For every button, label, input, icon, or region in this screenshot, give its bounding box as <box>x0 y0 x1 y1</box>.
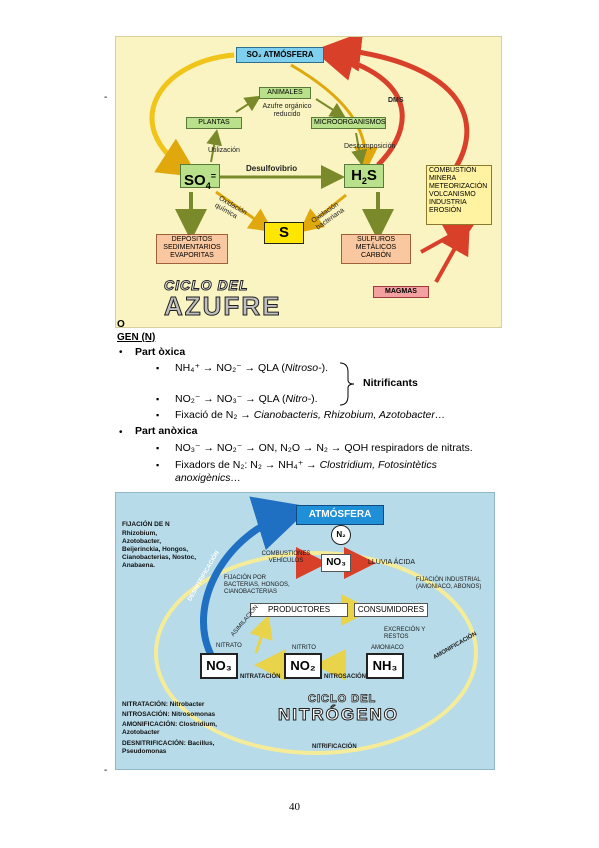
h2s-text-b: S <box>366 167 377 184</box>
combustion-box: COMBUSTIÓN MINERA METEORIZACIÓN VOLCANIS… <box>426 165 492 225</box>
no2-box: NO₂ <box>284 653 322 679</box>
nitrogen-cycle-diagram: FIJACIÓN DE N Rhizobium, Azotobacter, Be… <box>115 492 495 770</box>
nitrogen-title-line1: CICLO DEL <box>308 693 377 706</box>
sulfur-s-box: S <box>264 222 304 244</box>
nitrogen-title-line2: NITRÓGENO <box>278 705 399 725</box>
legend-nitrosation: NITROSACIÓN: Nitrosomonas <box>122 711 216 718</box>
h2s-box: H2S <box>344 164 384 188</box>
nitrite-label: NITRITO <box>292 645 316 651</box>
anoxic-label: Part anòxica <box>135 425 198 437</box>
sulfur-title-line2: AZUFRE <box>163 291 282 322</box>
fixers-list: Rhizobium, Azotobacter, Beijerinckia, Ho… <box>122 530 197 569</box>
anoxic-item-2-text: Fixadors de N₂: N₂ → NH₄⁺ → <box>175 459 320 471</box>
bullet-oxic: • <box>119 347 123 358</box>
no3-top-box: NO₃ <box>321 554 351 572</box>
bullet-anoxic-2: ▪ <box>156 460 160 470</box>
excretion-label: EXCRECIÓN Y RESTOS <box>384 627 426 640</box>
left-dash-top: - <box>104 92 108 103</box>
oxic-item-2-text: NO₂⁻ → NO₃⁻ → QLA ( <box>175 393 286 405</box>
left-dash-bottom: - <box>104 765 108 776</box>
oxic-item-1: NH₄⁺ → NO₂⁻ → QLA (Nitroso-). <box>175 362 328 375</box>
consumers-box: CONSUMIDORES <box>354 603 428 617</box>
anoxic-item-2-line2: anoxigènics… <box>175 472 241 484</box>
sulfur-cycle-diagram: SO₂ ATMÓSFERA ANIMALES PLANTAS Azufre or… <box>115 36 502 328</box>
oxic-item-3-text: Fixació de N₂ → <box>175 409 254 421</box>
n2-badge: N₂ <box>331 525 351 545</box>
fixers-title: FIJACIÓN DE N <box>122 521 170 528</box>
h2s-subscript: 2 <box>361 176 367 186</box>
nitrification-bottom-label: NITRIFICACIÓN <box>312 744 357 750</box>
nitrate-label: NITRATO <box>216 643 242 649</box>
bullet-anoxic: • <box>119 427 123 438</box>
sulfur-title-line1: CICLO DEL <box>163 277 249 294</box>
acid-rain-label: LLUVIA ÁCIDA <box>368 559 416 566</box>
bullet-oxic-1: ▪ <box>156 363 160 373</box>
oxic-item-2: NO₂⁻ → NO₃⁻ → QLA (Nitro-). <box>175 393 318 406</box>
legend-nitratation: NITRATACIÓN: Nitrobacter <box>122 701 205 708</box>
section-heading: GEN (N) <box>117 332 156 343</box>
anoxic-item-2-italic: Clostridium, Fotosintètics <box>319 459 437 471</box>
plants-box: PLANTAS <box>186 117 242 129</box>
nitrogen-arrows <box>154 496 478 755</box>
nitratation-label: NITRATACIÓN <box>240 674 281 680</box>
oxic-item-2-italic: Nitro- <box>285 393 312 405</box>
sulfides-box: SULFUROS METÁLICOS CARBÓN <box>341 234 411 264</box>
oxic-item-3-italic: Cianobacteris, Rhizobium, Azotobacter… <box>253 409 446 421</box>
so4-superscript: = <box>210 171 216 181</box>
nitrifiers-label: Nitrificants <box>363 377 418 389</box>
legend-denitrification: DESNITRIFICACIÓN: Bacillus, Pseudomonas <box>122 740 215 755</box>
organic-sulfur-label: Azufre orgánico reducido <box>262 103 312 118</box>
anoxic-item-1: NO₃⁻ → NO₂⁻ → ON, N₂O → N₂ → QOH respira… <box>175 442 473 454</box>
deposits-box: DEPÓSITOS SEDIMENTARIOS EVAPORITAS <box>156 234 228 264</box>
so4-text: SO <box>184 172 206 189</box>
producers-box: PRODUCTORES <box>250 603 348 617</box>
nitrosation-label: NITROSACIÓN <box>324 674 366 680</box>
oxic-item-2-end: ). <box>311 393 318 405</box>
decomposition-label: Descomposición <box>344 143 396 150</box>
no3-box: NO₃ <box>200 653 238 679</box>
oxic-item-1-end: ). <box>321 362 329 374</box>
so4-box: SO4= <box>180 164 220 191</box>
bullet-oxic-2: ▪ <box>156 394 160 404</box>
oxic-item-1-text: NH₄⁺ → NO₂⁻ → QLA ( <box>175 362 285 374</box>
so4-subscript: 4 <box>205 181 211 191</box>
magmas-box: MAGMAS <box>373 286 429 298</box>
heading-fragment: O <box>117 319 125 330</box>
oxic-item-3: Fixació de N₂ → Cianobacteris, Rhizobium… <box>175 409 445 422</box>
bullet-oxic-3: ▪ <box>156 410 160 420</box>
nitrogen-atmosphere-box: ATMÓSFERA <box>296 505 384 525</box>
anoxic-item-2: Fixadors de N₂: N₂ → NH₄⁺ → Clostridium,… <box>175 459 437 472</box>
bacterial-fixation-label: FIJACIÓN POR BACTERIAS, HONGOS, CIANOBAC… <box>224 575 290 595</box>
desulfovibrio-label: Desulfovibrio <box>246 164 298 173</box>
h2s-text-a: H <box>351 167 362 184</box>
nh3-box: NH₃ <box>366 653 404 679</box>
page-number: 40 <box>289 801 300 813</box>
nitrifiers-brace <box>339 362 355 406</box>
oxic-label: Part òxica <box>135 346 186 358</box>
dms-label: DMS <box>388 97 404 104</box>
utilization-label: Utilización <box>208 147 240 154</box>
combustion-label: COMBUSTIONES VEHÍCULOS <box>261 551 311 564</box>
sulfur-arrows <box>149 37 477 283</box>
sulfur-atmosphere-box: SO₂ ATMÓSFERA <box>236 47 324 63</box>
legend-ammonification: AMONIFICACIÓN: Clostridium, Azotobacter <box>122 721 217 736</box>
animals-box: ANIMALES <box>259 87 311 99</box>
industrial-fixation-label: FIJACIÓN INDUSTRIAL (AMONIACO, ABONOS) <box>416 577 482 590</box>
bullet-anoxic-1: ▪ <box>156 443 160 453</box>
microorganisms-box: MICROORGANISMOS <box>311 117 386 129</box>
oxic-item-1-italic: Nitroso- <box>284 362 322 374</box>
ammonia-label: AMONIACO <box>371 645 404 651</box>
